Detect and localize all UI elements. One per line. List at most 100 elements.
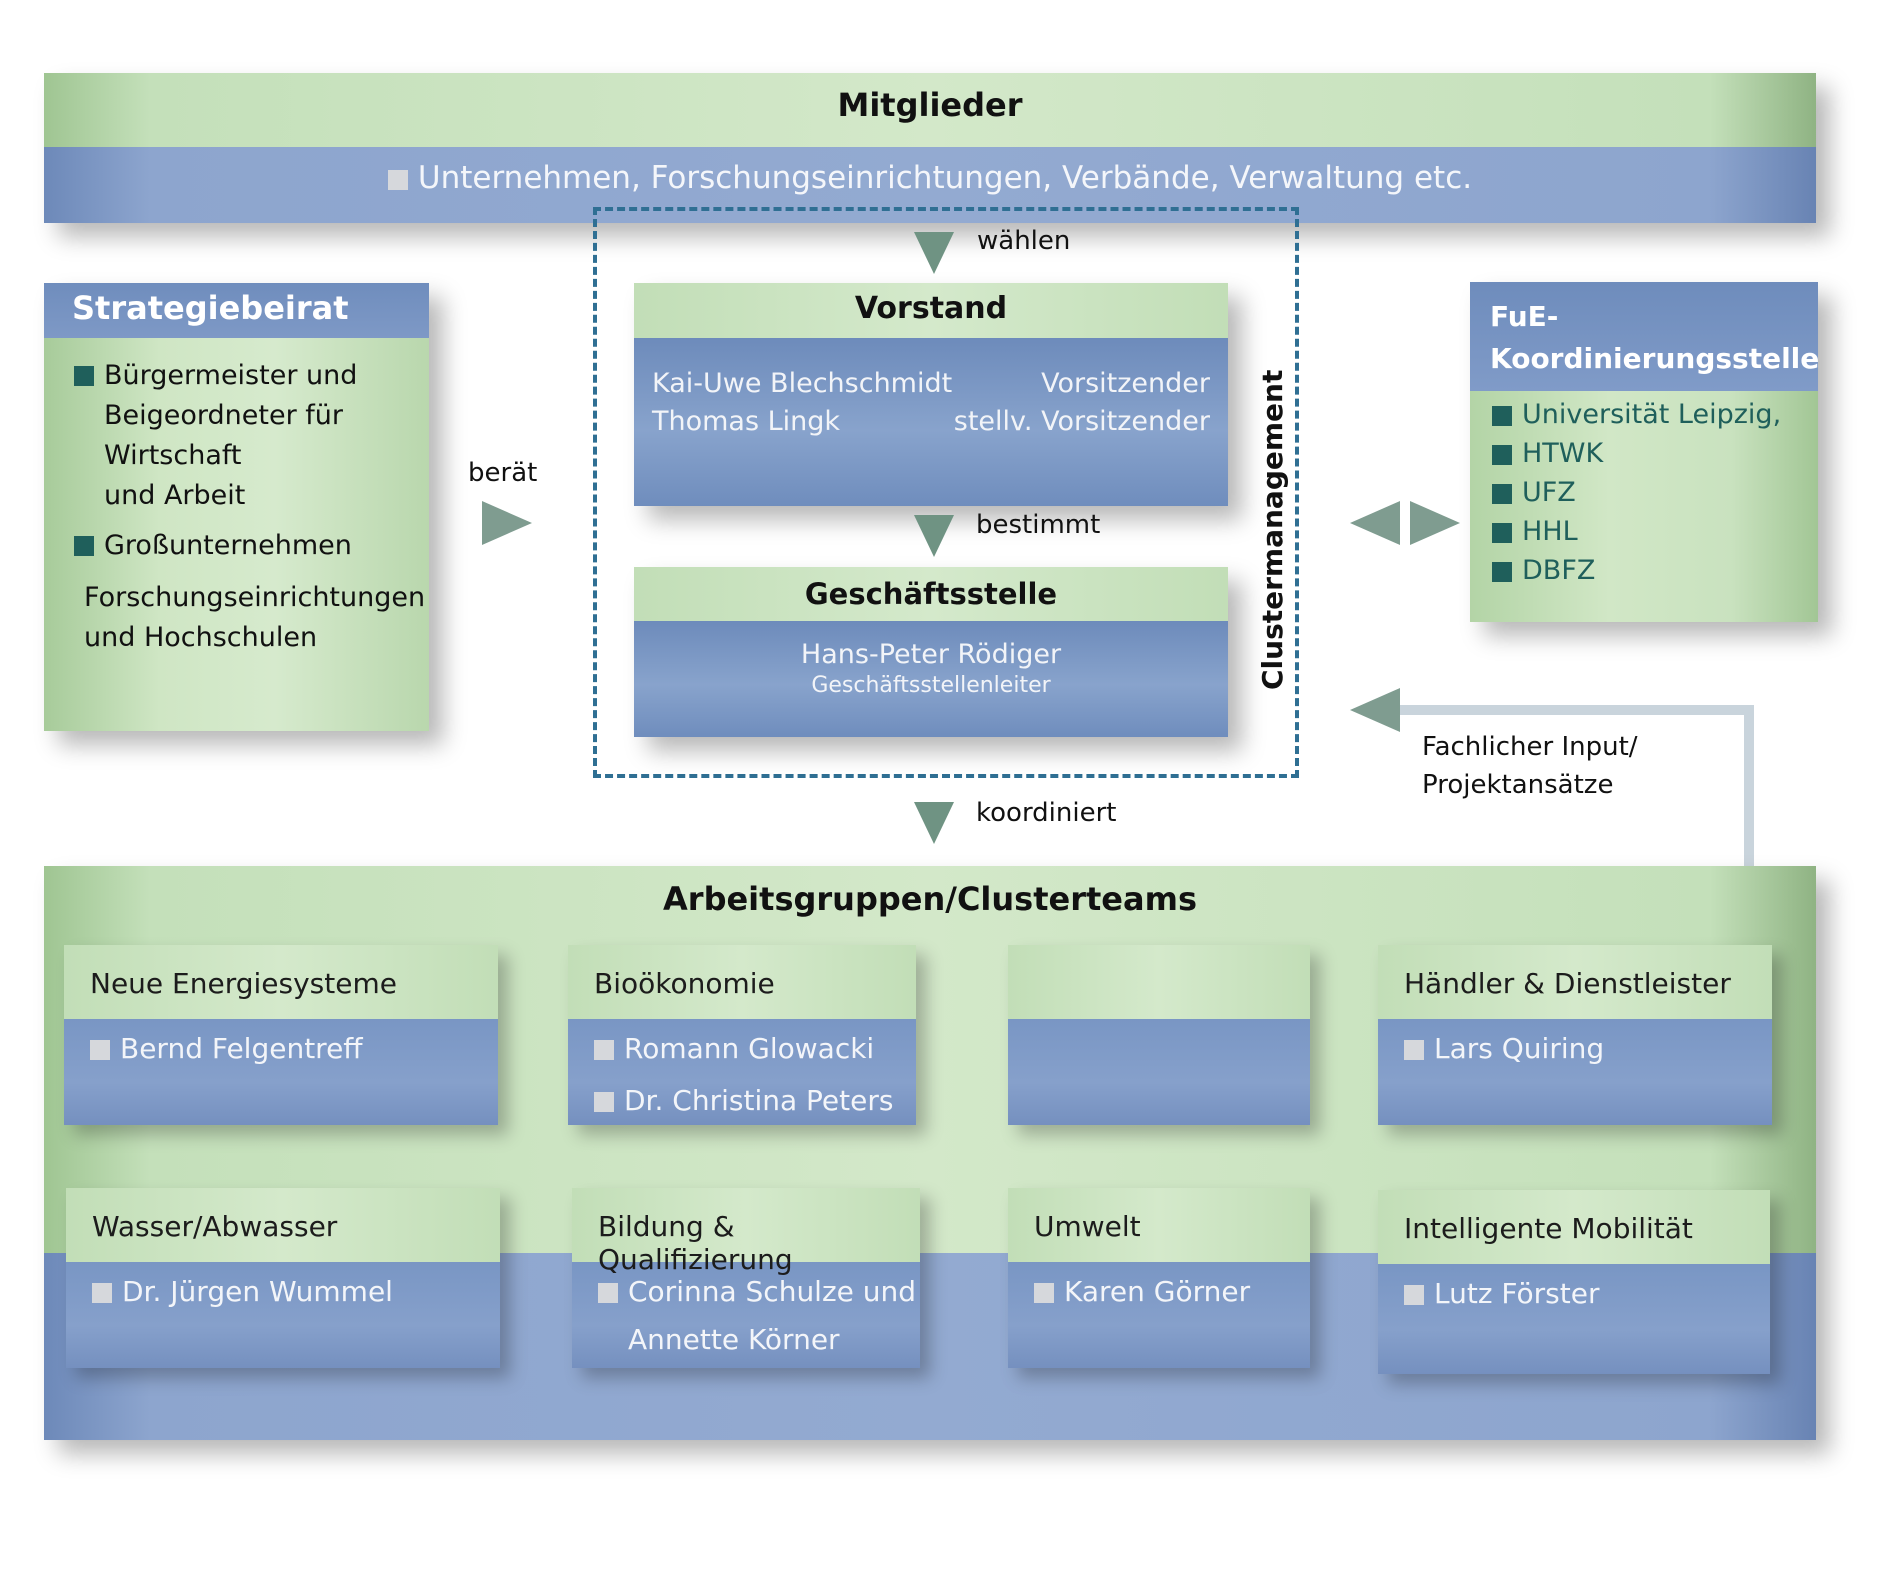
team-card: Neue Energiesysteme Bernd Felgentreff <box>64 945 498 1125</box>
geschaeftsstelle-body: Hans-Peter Rödiger Geschäftsstellenleite… <box>634 621 1228 737</box>
team-title <box>1008 945 1310 1019</box>
team-title: Bioökonomie <box>568 945 916 1019</box>
strategiebeirat-item-line: Wirtschaft <box>104 440 242 471</box>
bullet-square <box>92 1283 112 1303</box>
vorstand-box: Vorstand Kai-Uwe Blechschmidt Vorsitzend… <box>634 283 1228 506</box>
team-title: Neue Energiesysteme <box>64 945 498 1019</box>
list-item: DBFZ <box>1492 551 1818 590</box>
geschaeftsstelle-name: Hans-Peter Rödiger <box>800 639 1062 670</box>
team-member: Bernd Felgentreff <box>90 1027 498 1079</box>
team-title: Intelligente Mobilität <box>1378 1190 1770 1264</box>
list-item: Bürgermeister und Beigeordneter für Wirt… <box>74 356 419 516</box>
team-card: Händler & Dienstleister Lars Quiring <box>1378 945 1772 1125</box>
team-members <box>1008 1019 1310 1125</box>
team-member-name: Dr. Jürgen Wummel <box>122 1275 393 1308</box>
geschaeftsstelle-role: Geschäftsstellenleiter <box>811 673 1051 698</box>
fue-box: FuE- Koordinierungsstelle Universität Le… <box>1470 282 1820 622</box>
vorstand-title: Vorstand <box>634 283 1228 338</box>
label-fachlicher-input-line: Projektansätze <box>1422 770 1614 800</box>
strategiebeirat-item-line: und Arbeit <box>104 480 246 511</box>
bullet-square <box>74 366 94 386</box>
bullet-square <box>598 1283 618 1303</box>
vorstand-role: stellv. Vorsitzender <box>953 406 1210 437</box>
vorstand-role: Vorsitzender <box>1041 368 1210 399</box>
team-title: Bildung & Qualifizierung <box>572 1188 920 1276</box>
team-member-name: Romann Glowacki <box>624 1032 875 1065</box>
arrow-left-fachlicher-input <box>1350 688 1400 732</box>
label-fachlicher-input-line: Fachlicher Input/ <box>1422 732 1638 762</box>
team-member: Corinna Schulze und <box>598 1270 920 1322</box>
strategiebeirat-item-line: Großunternehmen <box>104 530 352 561</box>
arrow-down-waehlen <box>914 232 954 274</box>
vorstand-row: Thomas Lingk stellv. Vorsitzender <box>652 406 1210 444</box>
team-member: Romann Glowacki <box>594 1027 916 1079</box>
mitglieder-title: Mitglieder <box>44 73 1816 147</box>
fue-title: FuE- Koordinierungsstelle <box>1470 282 1820 391</box>
strategiebeirat-item-line: Bürgermeister und <box>104 360 358 391</box>
strategiebeirat-title: Strategiebeirat <box>44 283 429 338</box>
team-members: Karen Görner <box>1008 1262 1310 1368</box>
team-member-name: Bernd Felgentreff <box>120 1032 363 1065</box>
label-beraet: berät <box>468 458 538 488</box>
list-item: HHL <box>1492 512 1818 551</box>
team-title: Händler & Dienstleister <box>1378 945 1772 1019</box>
list-item: Universität Leipzig, <box>1492 395 1818 434</box>
fue-item: DBFZ <box>1522 555 1596 586</box>
fue-item: HHL <box>1522 516 1578 547</box>
strategiebeirat-item-line: Forschungseinrichtungen <box>84 582 426 613</box>
label-fachlicher-input: Fachlicher Input/ Projektansätze <box>1422 728 1638 804</box>
bullet-square <box>1492 405 1512 426</box>
vorstand-body: Kai-Uwe Blechschmidt Vorsitzender Thomas… <box>634 338 1228 506</box>
bullet-square <box>90 1040 110 1060</box>
bullet-square <box>1034 1283 1054 1303</box>
bullet-square <box>594 1040 614 1060</box>
team-member-name: Karen Görner <box>1064 1275 1251 1308</box>
team-member-name: Lars Quiring <box>1434 1032 1605 1065</box>
strategiebeirat-box: Strategiebeirat Bürgermeister und Beigeo… <box>44 283 429 731</box>
bullet-square <box>1492 483 1512 504</box>
label-koordiniert: koordiniert <box>976 798 1117 828</box>
team-title: Wasser/Abwasser <box>66 1188 500 1262</box>
connector-line-horizontal <box>1398 705 1754 715</box>
team-member: Annette Körner <box>598 1322 920 1362</box>
fue-item: UFZ <box>1522 477 1576 508</box>
team-member-name: Annette Körner <box>628 1323 840 1356</box>
clustermanagement-frame <box>593 207 1299 778</box>
connector-line-vertical <box>1744 705 1754 870</box>
bullet-square <box>1492 444 1512 465</box>
strategiebeirat-item-line: Beigeordneter für <box>104 400 343 431</box>
vorstand-name: Thomas Lingk <box>652 406 841 437</box>
fue-item: HTWK <box>1522 438 1604 469</box>
team-card: Umwelt Karen Görner <box>1008 1188 1310 1368</box>
label-waehlen: wählen <box>977 226 1071 256</box>
list-item: Großunternehmen <box>74 526 419 566</box>
bullet-square <box>594 1092 614 1112</box>
fue-title-line: Koordinierungsstelle <box>1490 342 1820 375</box>
list-item: HTWK <box>1492 434 1818 473</box>
bullet-square <box>387 169 408 190</box>
geschaeftsstelle-title: Geschäftsstelle <box>634 567 1228 621</box>
mitglieder-members: Unternehmen, Forschungseinrichtungen, Ve… <box>417 160 1473 196</box>
fue-title-line: FuE- <box>1490 300 1559 333</box>
arrow-right-bidirectional <box>1410 501 1460 545</box>
team-member-name: Corinna Schulze und <box>628 1275 917 1308</box>
list-item: UFZ <box>1492 473 1818 512</box>
fue-item: Universität Leipzig, <box>1522 399 1782 430</box>
team-members: Lars Quiring <box>1378 1019 1772 1125</box>
strategiebeirat-body: Bürgermeister und Beigeordneter für Wirt… <box>44 338 429 731</box>
team-member: Karen Görner <box>1034 1270 1310 1322</box>
bullet-square <box>1492 561 1512 582</box>
arbeitsgruppen-title: Arbeitsgruppen/Clusterteams <box>663 880 1197 918</box>
team-members: Romann Glowacki Dr. Christina Peters <box>568 1019 916 1125</box>
team-members: Corinna Schulze und Annette Körner <box>572 1262 920 1368</box>
team-card <box>1008 945 1310 1125</box>
team-member-name: Lutz Förster <box>1434 1277 1600 1310</box>
team-card: Intelligente Mobilität Lutz Förster <box>1378 1190 1770 1374</box>
team-members: Bernd Felgentreff <box>64 1019 498 1125</box>
mitglieder-box: Mitglieder Unternehmen, Forschungseinric… <box>44 73 1816 223</box>
arrow-down-bestimmt <box>914 515 954 557</box>
team-member: Lars Quiring <box>1404 1027 1772 1079</box>
bullet-square <box>1404 1285 1424 1305</box>
fue-body: Universität Leipzig, HTWK UFZ HHL DBFZ <box>1470 391 1818 622</box>
team-member: Dr. Jürgen Wummel <box>92 1270 500 1322</box>
